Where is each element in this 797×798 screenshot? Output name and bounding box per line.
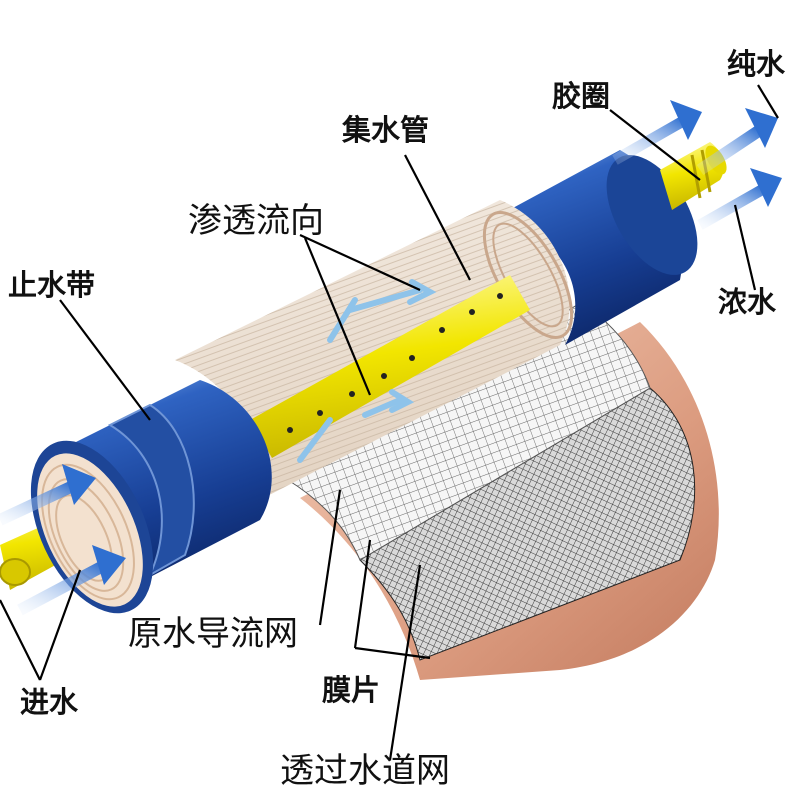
label-permeate-flow: 渗透流向 — [188, 201, 324, 241]
label-membrane-sheet: 膜片 — [322, 673, 380, 707]
label-collection-tube: 集水管 — [341, 113, 429, 147]
label-concentrate: 浓水 — [718, 285, 777, 319]
label-feed-spacer: 原水导流网 — [128, 614, 298, 654]
label-feed-water: 进水 — [20, 685, 79, 719]
leader-concentrate — [735, 205, 755, 290]
leader-feed-a — [0, 600, 40, 680]
label-pure-water: 纯水 — [727, 47, 786, 81]
label-permeate-spacer: 透过水道网 — [280, 751, 450, 791]
concentrate-arrow — [700, 188, 765, 225]
label-gasket: 胶圈 — [552, 79, 610, 113]
leader-brine-seal — [60, 300, 150, 420]
label-brine-seal: 止水带 — [8, 268, 95, 302]
